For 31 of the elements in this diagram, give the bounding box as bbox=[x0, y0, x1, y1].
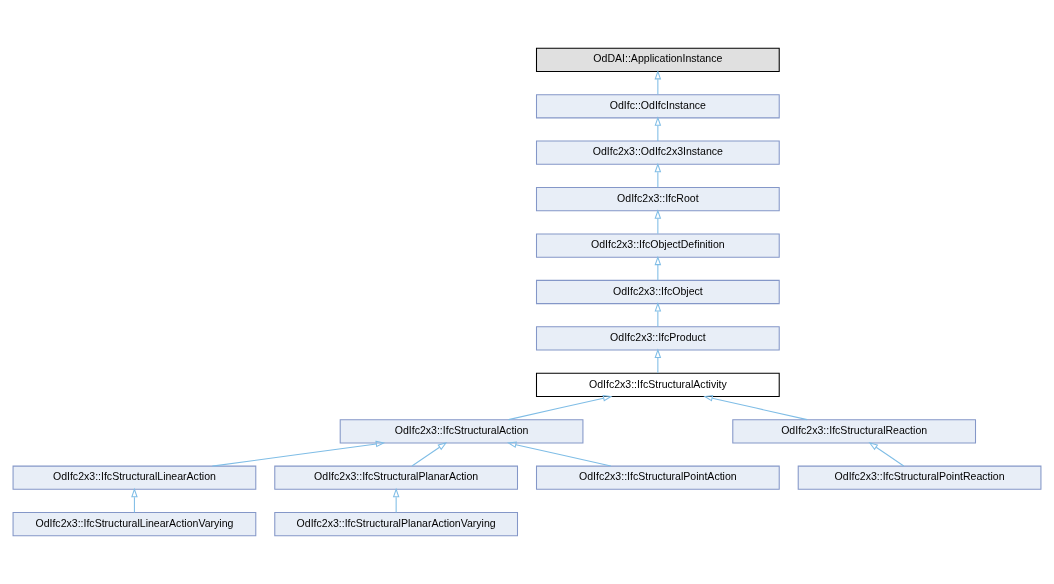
arrow bbox=[654, 69, 662, 95]
node-box: OdIfc2x3::IfcStructuralPointReaction bbox=[797, 465, 1042, 490]
node-box: OdIfc::OdIfcInstance bbox=[535, 94, 780, 119]
arrow bbox=[131, 487, 138, 513]
arrow bbox=[654, 302, 662, 328]
arrow bbox=[703, 395, 808, 421]
arrow bbox=[654, 255, 662, 281]
arrow bbox=[654, 209, 662, 235]
node-box: OdDAI::ApplicationInstance bbox=[535, 47, 780, 72]
arrow bbox=[654, 116, 662, 142]
node-box: OdIfc2x3::OdIfc2x3Instance bbox=[535, 140, 780, 165]
node-box: OdIfc2x3::IfcStructuralLinearAction bbox=[12, 465, 257, 490]
arrow bbox=[654, 348, 662, 374]
node-box: OdIfc2x3::IfcStructuralReaction bbox=[732, 419, 977, 444]
node-box: OdIfc2x3::IfcProduct bbox=[535, 326, 780, 351]
node-box: OdIfc2x3::IfcObject bbox=[535, 279, 780, 305]
node-box: OdIfc2x3::IfcStructuralPlanarActionVarying bbox=[274, 512, 519, 537]
arrow bbox=[868, 442, 905, 467]
arrow bbox=[508, 395, 613, 421]
node-box: OdIfc2x3::IfcStructuralAction bbox=[339, 419, 584, 444]
node-box: OdIfc2x3::IfcStructuralPointAction bbox=[535, 465, 780, 490]
node-box: OdIfc2x3::IfcStructuralLinearActionVarying bbox=[12, 512, 257, 537]
node-box: OdIfc2x3::IfcStructuralActivity bbox=[535, 372, 780, 397]
node-box: OdIfc2x3::IfcRoot bbox=[535, 187, 780, 212]
arrow bbox=[411, 442, 448, 467]
node-box: OdIfc2x3::IfcStructuralPlanarAction bbox=[274, 465, 519, 490]
arrow bbox=[211, 440, 386, 467]
arrow bbox=[506, 441, 612, 467]
arrow bbox=[654, 162, 662, 188]
node-box: OdIfc2x3::IfcObjectDefinition bbox=[535, 233, 780, 258]
arrow bbox=[392, 487, 400, 513]
